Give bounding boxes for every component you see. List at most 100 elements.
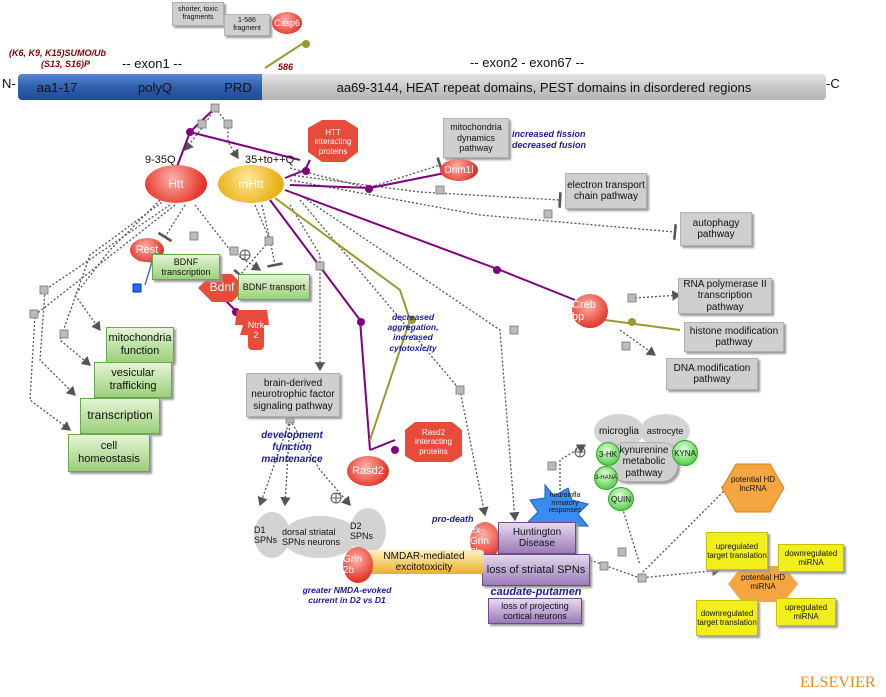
htt-polyq-range: 9-35Q [145,154,176,166]
d2-spns-node[interactable]: D2 SPNs [350,508,386,554]
quin-node[interactable]: QUIN [608,487,634,511]
exon1-label: -- exon1 -- [122,56,182,71]
mito-function-box[interactable]: mitochondria function [106,327,174,363]
ntrk2-label: Ntrk 2 [247,319,265,340]
kyna-label: KYNA [674,448,696,458]
loss-striatal-box[interactable]: loss of striatal SPNs [482,554,590,586]
rna-pol-box[interactable]: RNA polymerase II transcription pathway [678,278,772,314]
ntrk2-node[interactable]: Ntrk 2 [248,310,264,350]
grin2b-node[interactable]: Grin 2b [343,547,373,583]
loss-cortical-label: loss of projecting cortical neurons [501,600,569,621]
downregulated-target-box[interactable]: downregulated target translation [696,600,758,636]
microglia-label: microglia [598,425,639,437]
rest-label: Rest [135,244,159,256]
dnm1l-label: Dnm1l [444,164,474,176]
ptm-line2: (S13, S16)P [40,59,90,69]
bdnf-transport-label: BDNF transport [242,281,306,292]
upregulated-target-box[interactable]: upregulated target translation [706,532,768,570]
loss-striatal-label: loss of striatal SPNs [486,563,586,576]
bdnf-transcription-box[interactable]: BDNF transcription [152,254,220,280]
potential-lncrna-label[interactable]: potential HD lncRNA [730,475,776,493]
bdnf-transcription-label: BDNF transcription [161,256,211,277]
shorter-toxic-fragments-box: shorter, toxic fragments [172,2,224,26]
cell-homeostasis-box[interactable]: cell homeostasis [68,434,150,472]
exon2-67-label: -- exon2 - exon67 -- [470,55,585,70]
huntington-disease-box[interactable]: Huntington Disease [498,522,576,554]
dna-mod-box[interactable]: DNA modification pathway [666,358,758,390]
dorsal-striatal-node[interactable]: dorsal striatal SPNs neurons [282,516,358,558]
quin-label: QUIN [611,494,631,504]
kynurenine-box[interactable]: kynurenine metabolic pathway [610,442,678,482]
dna-mod-label: DNA modification pathway [673,362,751,386]
segment-aa1-17-label: aa1-17 [36,79,78,95]
casp6-label: Casp6 [273,18,300,28]
greater-nmda-note: greater NMDA-evoked current in D2 vs D1 [302,585,392,606]
3-hana-label: 3-HANA [595,475,618,481]
segment-polyq-label: polyQ [138,79,172,95]
segment-polyq[interactable]: polyQ [96,74,214,100]
mhtt-polyq-range: 35+to++Q [245,154,295,166]
bdnf-transport-box[interactable]: BDNF transport [238,274,310,300]
n-terminus-label: N- [2,76,16,91]
caudate-putamen-label: caudate-putamen [490,586,582,598]
etc-pathway-box[interactable]: electron transport chain pathway [565,173,647,209]
segment-prd-label: PRD [224,79,252,95]
dorsal-striatal-label: dorsal striatal SPNs neurons [282,527,341,547]
rasd2-interacting-node[interactable]: Rasd2 interacting proteins [405,422,462,462]
crebbp-node[interactable]: Creb bp [572,294,608,328]
transcription-label: transcription [87,408,153,423]
kyna-node[interactable]: KYNA [672,440,698,466]
autophagy-pathway-box[interactable]: autophagy pathway [680,212,752,246]
mhtt-label: mHtt [238,177,264,191]
development-note: development function maintenance [261,430,323,465]
rasd2-label: Rasd2 [352,465,384,477]
mito-dynamics-box[interactable]: mitochondria dynamics pathway [443,118,509,158]
fragment-1-586-label: 1-586 fragment [233,16,261,32]
ptm-line1: (K6, K9, K15)SUMO/Ub [8,48,106,58]
mito-dynamics-label: mitochondria dynamics pathway [450,122,502,154]
downregulated-mirna-box[interactable]: downregulated miRNA [778,544,844,572]
rna-pol-label: RNA polymerase II transcription pathway [683,278,767,313]
bdnf-node[interactable]: Bdnf [198,274,246,302]
htt-interacting-proteins-node[interactable]: HTT interacting proteins [308,124,358,160]
segment-aa69-3144-label: aa69-3144, HEAT repeat domains, PEST dom… [336,79,752,95]
crebbp-label: Creb bp [572,299,596,323]
downregulated-mirna-label: downregulated miRNA [784,548,838,567]
potential-mirna-label[interactable]: potential HD miRNA [740,573,786,591]
transcription-box[interactable]: transcription [80,398,160,434]
site-586-label: 586 [278,62,294,72]
htt-label: Htt [168,177,184,191]
d2-spns-label: D2 SPNs [350,521,374,541]
rasd2-interacting-label: Rasd2 interacting proteins [415,428,452,456]
rasd2-node[interactable]: Rasd2 [347,456,389,486]
vesicular-label: vesicular trafficking [109,367,157,392]
kynurenine-label: kynurenine metabolic pathway [619,444,669,479]
nmda-excitotoxicity-box[interactable]: NMDAR-mediated excitotoxicity [364,550,484,574]
huntington-disease-label: Huntington Disease [512,526,562,550]
c-terminus-label: -C [826,76,840,91]
htt-node[interactable]: Htt [145,165,207,203]
histone-box[interactable]: histone modification pathway [684,322,784,352]
mhtt-node[interactable]: mHtt [218,165,284,203]
fragment-1-586-box: 1-586 fragment [224,14,270,36]
segment-aa69-3144[interactable]: aa69-3144, HEAT repeat domains, PEST dom… [262,74,826,100]
bdnf-signaling-label: brain-derived neurotrophic factor signal… [251,377,335,412]
3-hk-node[interactable]: 3-HK [596,442,620,466]
dnm1l-node[interactable]: Dnm1l [440,159,478,181]
shorter-toxic-label: shorter, toxic fragments [178,5,218,21]
bdnf-signaling-box[interactable]: brain-derived neurotrophic factor signal… [246,373,340,417]
bdnf-label: Bdnf [209,280,235,295]
grin2b-label: Grin 2b [343,554,362,576]
3-hk-label: 3-HK [598,449,618,459]
casp6-node[interactable]: Casp6 [272,12,302,34]
3-hana-node[interactable]: 3-HANA [594,466,618,490]
pro-death-note: pro-death [432,514,474,524]
loss-cortical-box[interactable]: loss of projecting cortical neurons [488,598,582,624]
segment-aa1-17[interactable]: aa1-17 [18,74,96,100]
histone-label: histone modification pathway [689,325,779,349]
htt-interacting-label: HTT interacting proteins [314,128,352,156]
astrocyte-label: astrocyte [646,426,684,436]
upregulated-mirna-box[interactable]: upregulated miRNA [776,598,836,626]
vesicular-box[interactable]: vesicular trafficking [94,362,172,398]
segment-prd[interactable]: PRD [214,74,262,100]
